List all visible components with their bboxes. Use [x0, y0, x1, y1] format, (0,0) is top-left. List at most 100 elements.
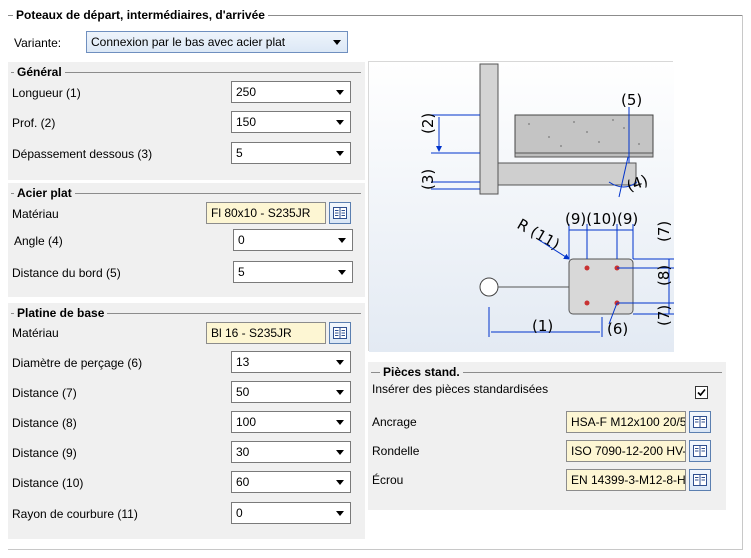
distance-9-select[interactable]: 30: [231, 441, 351, 463]
general-divider: [11, 72, 361, 73]
chevron-down-icon: [336, 360, 344, 365]
anchor-label: Ancrage: [372, 415, 417, 429]
distance-8-select[interactable]: 100: [231, 411, 351, 433]
bend-radius-label: Rayon de courbure (11): [12, 507, 138, 521]
distance-7-value: 50: [236, 385, 250, 399]
chevron-down-icon: [336, 390, 344, 395]
overhang-select[interactable]: 5: [231, 142, 351, 164]
chevron-down-icon: [336, 511, 344, 516]
flat-steel-section: Acier plat Matériau Fl 80x10 - S235JR An…: [8, 183, 365, 297]
flat-steel-material-field[interactable]: Fl 80x10 - S235JR: [206, 202, 326, 224]
variant-label: Variante:: [14, 36, 62, 50]
angle-select[interactable]: 0: [233, 229, 353, 251]
angle-label: Angle (4): [14, 234, 63, 248]
general-section: Général Longueur (1) 250 Prof. (2) 150 D…: [8, 62, 365, 180]
drill-diameter-select[interactable]: 13: [231, 351, 351, 373]
edge-distance-label: Distance du bord (5): [12, 266, 121, 280]
main-title: Poteaux de départ, intermédiaires, d'arr…: [13, 8, 268, 22]
nut-field[interactable]: EN 14399-3-M12-8-HF: [566, 469, 686, 491]
flat-steel-library-button[interactable]: [329, 202, 351, 224]
general-title: Général: [14, 65, 65, 79]
distance-10-label: Distance (10): [12, 476, 84, 490]
insert-standard-label: Insérer des pièces standardisées: [372, 382, 549, 396]
distance-10-value: 60: [236, 475, 250, 489]
chevron-down-icon: [338, 238, 346, 243]
edge-distance-value: 5: [238, 265, 245, 279]
distance-9-label: Distance (9): [12, 446, 77, 460]
length-value: 250: [236, 85, 257, 99]
chevron-down-icon: [336, 120, 344, 125]
length-label: Longueur (1): [12, 86, 81, 100]
distance-8-label: Distance (8): [12, 416, 77, 430]
anchor-field[interactable]: HSA-F M12x100 20/5/-: [566, 411, 686, 433]
base-plate-material-label: Matériau: [12, 326, 59, 340]
washer-value: ISO 7090-12-200 HV-S: [571, 444, 686, 458]
chevron-down-icon: [338, 270, 346, 275]
nut-library-button[interactable]: [689, 469, 711, 491]
distance-7-label: Distance (7): [12, 386, 77, 400]
drill-diameter-label: Diamètre de perçage (6): [12, 356, 143, 370]
base-plate-library-button[interactable]: [329, 322, 351, 344]
anchor-value: HSA-F M12x100 20/5/-: [571, 415, 686, 429]
edge-distance-select[interactable]: 5: [233, 261, 353, 283]
main-frame-top: [8, 15, 743, 16]
chevron-down-icon: [336, 450, 344, 455]
chevron-down-icon: [336, 420, 344, 425]
bend-radius-value: 0: [236, 506, 243, 520]
standard-parts-title: Pièces stand.: [380, 365, 463, 379]
diagram-label-2: (2): [419, 113, 437, 134]
angle-value: 0: [238, 233, 245, 247]
flat-steel-shape: [497, 162, 637, 186]
washer-field[interactable]: ISO 7090-12-200 HV-S: [566, 440, 686, 462]
diagram-label-9a: (9)(10)(9): [565, 210, 638, 228]
depth-value: 150: [236, 115, 257, 129]
depth-select[interactable]: 150: [231, 111, 351, 133]
anchor-library-button[interactable]: [689, 411, 711, 433]
diagram-label-3: (3): [419, 169, 437, 190]
washer-label: Rondelle: [372, 444, 420, 458]
base-plate-divider: [11, 313, 361, 314]
standard-parts-section: Pièces stand. Insérer des pièces standar…: [368, 362, 726, 510]
distance-8-value: 100: [236, 415, 257, 429]
diagram-label-7a: (7): [655, 221, 673, 242]
checkmark-icon: [697, 388, 706, 397]
drill-diameter-value: 13: [236, 355, 250, 369]
flat-steel-material-value: Fl 80x10 - S235JR: [211, 206, 311, 220]
diagram-label-5: (5): [621, 91, 642, 109]
distance-9-value: 30: [236, 445, 250, 459]
overhang-label: Dépassement dessous (3): [12, 147, 153, 161]
chevron-down-icon: [336, 480, 344, 485]
diagram-label-8: (8): [655, 265, 673, 286]
library-icon: [333, 327, 347, 339]
base-plate-shape: [568, 258, 634, 315]
overhang-value: 5: [236, 146, 243, 160]
flat-steel-material-label: Matériau: [12, 207, 59, 221]
base-plate-title: Platine de base: [14, 306, 108, 320]
main-frame-right: [742, 15, 743, 550]
diagram-drawing: (2) (3) (5) (4) (1) (9)(10)(9) R (11: [369, 62, 679, 352]
dimension-diagram: (2) (3) (5) (4) (1) (9)(10)(9) R (11: [368, 61, 679, 352]
base-plate-material-value: Bl 16 - S235JR: [211, 326, 292, 340]
bend-radius-select[interactable]: 0: [231, 502, 351, 524]
distance-10-select[interactable]: 60: [231, 471, 351, 493]
flat-steel-divider: [11, 193, 361, 194]
chevron-down-icon: [336, 90, 344, 95]
base-plate-section: Platine de base Matériau Bl 16 - S235JR …: [8, 303, 365, 539]
diagram-label-7b: (7): [655, 305, 673, 326]
insert-standard-checkbox[interactable]: [695, 386, 708, 399]
library-icon: [693, 474, 707, 486]
depth-label: Prof. (2): [12, 116, 56, 130]
concrete-slab: [514, 114, 654, 154]
variant-select[interactable]: Connexion par le bas avec acier plat: [86, 31, 348, 53]
diagram-label-1: (1): [532, 317, 553, 335]
standard-parts-divider: [371, 372, 722, 373]
library-icon: [693, 445, 707, 457]
library-icon: [333, 207, 347, 219]
distance-7-select[interactable]: 50: [231, 381, 351, 403]
nut-value: EN 14399-3-M12-8-HF: [571, 473, 686, 487]
chevron-down-icon: [336, 151, 344, 156]
washer-library-button[interactable]: [689, 440, 711, 462]
flat-steel-title: Acier plat: [14, 186, 75, 200]
base-plate-material-field[interactable]: Bl 16 - S235JR: [206, 322, 326, 344]
length-select[interactable]: 250: [231, 81, 351, 103]
